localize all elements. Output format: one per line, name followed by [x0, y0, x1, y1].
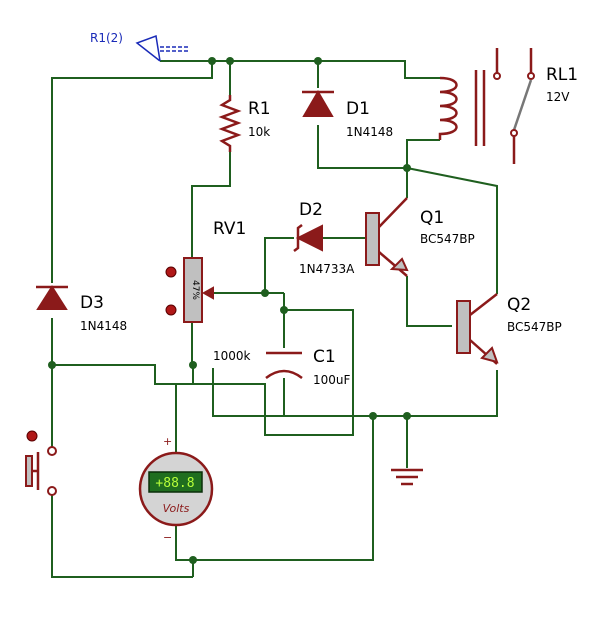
- zener-diode-d2[interactable]: D2 1N4733A: [293, 200, 355, 276]
- pot-decrease-button[interactable]: [165, 304, 177, 316]
- transistor-q1[interactable]: Q1 BC547BP: [365, 197, 475, 277]
- potentiometer-rv1[interactable]: 47% RV1 1000k: [165, 219, 251, 363]
- rv1-value: 1000k: [213, 349, 251, 363]
- transistor-q2[interactable]: Q2 BC547BP: [456, 293, 562, 365]
- wires: [51, 60, 498, 578]
- voltmeter-display: +88.8: [155, 476, 194, 491]
- button-actuator-icon[interactable]: [26, 430, 38, 442]
- c1-name: C1: [313, 347, 336, 367]
- probe-icon: [135, 34, 161, 62]
- voltmeter-plus: +: [163, 435, 172, 448]
- ground-symbol: [391, 468, 423, 486]
- junctions: [48, 57, 411, 564]
- q1-value: BC547BP: [420, 232, 475, 246]
- rv1-name: RV1: [213, 219, 246, 239]
- rl1-value: 12V: [546, 90, 570, 104]
- probe-label: R1(2): [90, 31, 123, 45]
- pot-increase-button[interactable]: [165, 266, 177, 278]
- q1-name: Q1: [420, 208, 444, 228]
- d3-name: D3: [80, 293, 104, 313]
- capacitor-c1[interactable]: C1 100uF: [265, 347, 351, 387]
- diode-d1[interactable]: D1 1N4148: [302, 90, 393, 139]
- d3-value: 1N4148: [80, 319, 127, 333]
- relay-rl1[interactable]: RL1 12V: [438, 48, 578, 164]
- push-button[interactable]: [25, 430, 57, 496]
- voltmeter-minus: −: [163, 531, 172, 544]
- rl1-name: RL1: [546, 65, 578, 85]
- d1-value: 1N4148: [346, 125, 393, 139]
- d2-value: 1N4733A: [299, 262, 355, 276]
- resistor-r1[interactable]: R1 10k: [218, 95, 271, 152]
- rv1-readout: 47%: [190, 280, 200, 300]
- r1-value: 10k: [248, 125, 270, 139]
- diode-d3[interactable]: D3 1N4148: [36, 285, 127, 333]
- q2-value: BC547BP: [507, 320, 562, 334]
- c1-value: 100uF: [313, 373, 351, 387]
- r1-name: R1: [248, 99, 271, 119]
- d1-name: D1: [346, 99, 370, 119]
- d2-name: D2: [299, 200, 323, 220]
- voltmeter: +88.8 Volts + −: [138, 435, 214, 544]
- q2-name: Q2: [507, 295, 531, 315]
- voltage-probe[interactable]: R1(2): [90, 31, 190, 62]
- voltmeter-unit: Volts: [163, 502, 190, 515]
